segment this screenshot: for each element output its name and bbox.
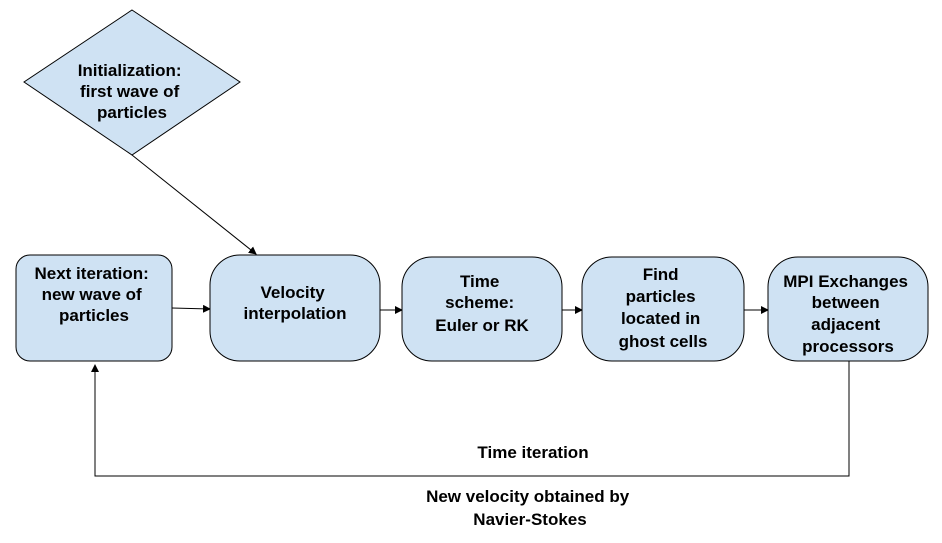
node-init-shape — [23, 9, 241, 156]
node-mpi-text: MPI Exchanges between adjacent processor… — [783, 272, 912, 356]
node-find-shape — [581, 256, 745, 362]
node-find-text: Find particles located in ghost cells — [619, 265, 708, 351]
node-next-shape — [15, 254, 173, 362]
node-next-text: Next iteration: new wave of particles — [34, 264, 153, 325]
label-time-iteration: Time iteration — [477, 443, 588, 462]
node-time-shape — [401, 256, 563, 362]
node-velocity-shape — [209, 254, 381, 362]
arrow-init-to-velocity — [131, 154, 257, 255]
arrow-next-to-velocity — [171, 304, 211, 313]
node-time-text: Time scheme: Euler or RK — [435, 272, 529, 335]
node-init-text: Initialization: first wave of particles — [78, 61, 187, 122]
feedback-loop-arrow — [91, 360, 850, 477]
label-new-velocity: New velocity obtained by Navier-Stokes — [426, 487, 634, 529]
node-velocity-text: Velocity interpolation — [244, 283, 347, 323]
node-mpi-shape — [767, 256, 929, 362]
